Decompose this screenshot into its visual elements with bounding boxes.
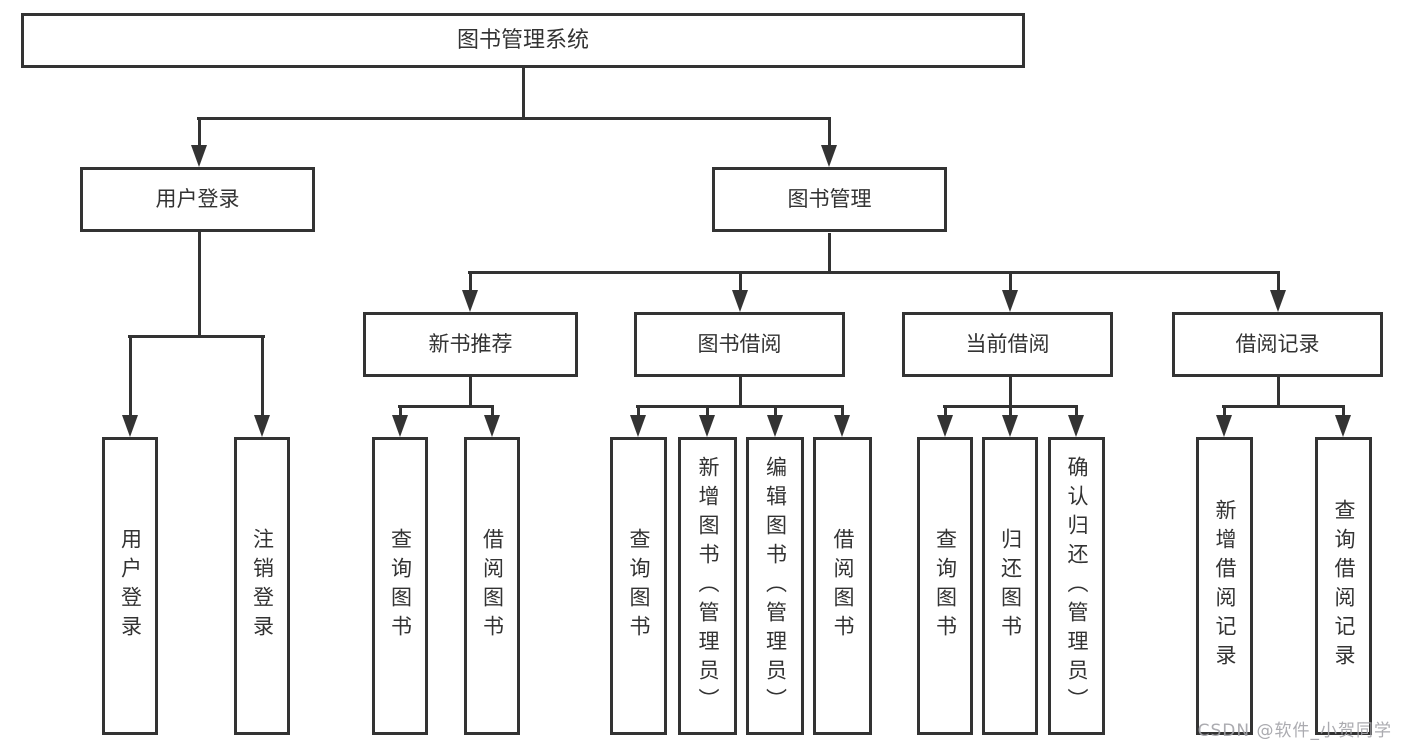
arrow-down-icon (699, 415, 715, 437)
connector-hline (1222, 405, 1345, 408)
arrow-down-icon (1335, 415, 1351, 437)
connector-vline (198, 232, 201, 338)
connector-vline (739, 377, 742, 408)
leaf-current-query-books: 查询图书 (917, 437, 973, 735)
leaf-current-confirm-return-admin: 确认归还（管理员） (1048, 437, 1105, 735)
connector-vline (1277, 377, 1280, 408)
connector-arrow-stem (944, 405, 947, 421)
leaf-logout: 注销登录 (234, 437, 290, 735)
connector-vline (469, 377, 472, 408)
connector-vline (828, 233, 831, 274)
arrow-down-icon (122, 415, 138, 437)
arrow-down-icon (834, 415, 850, 437)
connector-arrow-stem (1277, 271, 1280, 296)
leaf-recommend-query-books: 查询图书 (372, 437, 428, 735)
connector-arrow-stem (469, 271, 472, 296)
connector-arrow-stem (706, 405, 709, 421)
connector-arrow-stem (841, 405, 844, 421)
leaf-borrowing-add-books-admin: 新增图书（管理员） (678, 437, 737, 735)
connector-arrow-stem (1075, 405, 1078, 421)
leaf-records-query-record: 查询借阅记录 (1315, 437, 1372, 735)
leaf-recommend-borrow-books: 借阅图书 (464, 437, 520, 735)
arrow-down-icon (462, 290, 478, 312)
arrow-down-icon (1002, 290, 1018, 312)
arrow-down-icon (767, 415, 783, 437)
node-book-borrowing: 图书借阅 (634, 312, 845, 377)
csdn-watermark: CSDN @软件_小贺同学 (1197, 721, 1392, 741)
arrow-down-icon (392, 415, 408, 437)
connector-arrow-stem (828, 117, 831, 151)
connector-arrow-stem (1342, 405, 1345, 421)
leaf-borrowing-query-books: 查询图书 (610, 437, 667, 735)
connector-arrow-stem (637, 405, 640, 421)
leaf-current-return-books: 归还图书 (982, 437, 1038, 735)
connector-vline (1009, 377, 1012, 408)
connector-arrow-stem (129, 335, 132, 421)
arrow-down-icon (732, 290, 748, 312)
leaf-borrowing-borrow-books: 借阅图书 (813, 437, 872, 735)
connector-arrow-stem (198, 117, 201, 151)
arrow-down-icon (1216, 415, 1232, 437)
node-book-management: 图书管理 (712, 167, 947, 232)
connector-hline (468, 271, 1280, 274)
connector-arrow-stem (491, 405, 494, 421)
leaf-records-add-record: 新增借阅记录 (1196, 437, 1253, 735)
connector-arrow-stem (1009, 405, 1012, 421)
arrow-down-icon (630, 415, 646, 437)
connector-hline (197, 117, 831, 120)
node-user-login: 用户登录 (80, 167, 315, 232)
connector-vline (522, 68, 525, 120)
arrow-down-icon (254, 415, 270, 437)
connector-arrow-stem (261, 335, 264, 421)
node-borrowing-records: 借阅记录 (1172, 312, 1383, 377)
connector-arrow-stem (399, 405, 402, 421)
connector-arrow-stem (739, 271, 742, 296)
arrow-down-icon (821, 145, 837, 167)
arrow-down-icon (484, 415, 500, 437)
connector-arrow-stem (1009, 271, 1012, 296)
arrow-down-icon (191, 145, 207, 167)
connector-arrow-stem (1223, 405, 1226, 421)
leaf-borrowing-edit-books-admin: 编辑图书（管理员） (746, 437, 804, 735)
arrow-down-icon (1002, 415, 1018, 437)
node-library-management-system: 图书管理系统 (21, 13, 1025, 68)
connector-hline (636, 405, 844, 408)
arrow-down-icon (1270, 290, 1286, 312)
leaf-user-login: 用户登录 (102, 437, 158, 735)
connector-arrow-stem (774, 405, 777, 421)
connector-hline (128, 335, 265, 338)
node-new-book-recommend: 新书推荐 (363, 312, 578, 377)
arrow-down-icon (1068, 415, 1084, 437)
arrow-down-icon (937, 415, 953, 437)
connector-hline (398, 405, 494, 408)
node-current-borrowing: 当前借阅 (902, 312, 1113, 377)
